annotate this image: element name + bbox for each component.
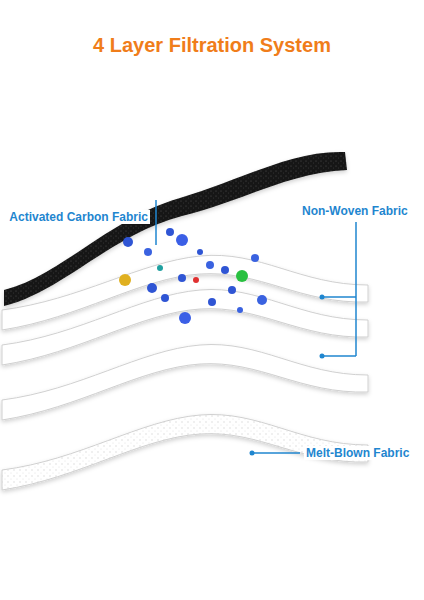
diagram-title: 4 Layer Filtration System	[93, 34, 331, 57]
layer-label: Melt-Blown Fabric	[304, 446, 411, 460]
layer-label: Activated Carbon Fabric	[7, 210, 150, 224]
layer-label: Non-Woven Fabric	[300, 204, 410, 218]
